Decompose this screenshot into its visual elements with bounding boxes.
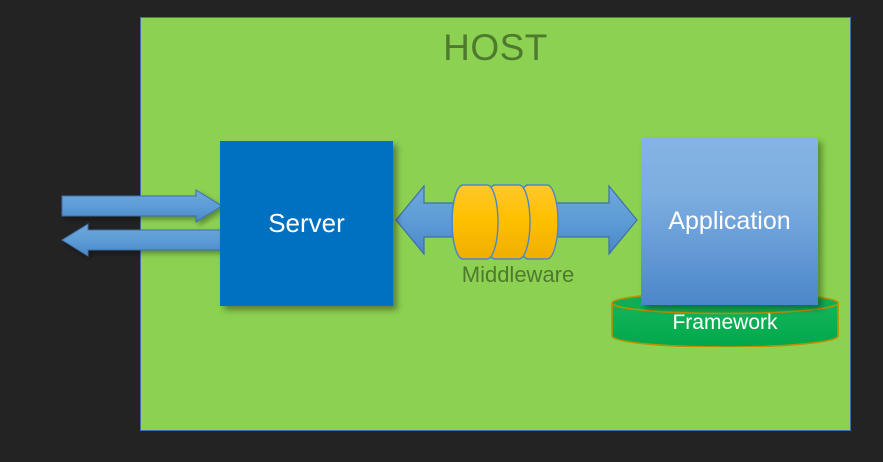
server-label-text: Server — [268, 208, 345, 238]
framework-label: Framework — [611, 292, 839, 347]
middleware-label: Middleware — [461, 262, 575, 287]
server-node — [220, 141, 393, 306]
server-label: Server — [220, 141, 393, 306]
application-label-text: Application — [668, 207, 791, 235]
framework-label-text: Framework — [672, 310, 778, 334]
host-title: HOST — [443, 27, 548, 68]
application-label: Application — [641, 138, 818, 305]
middleware-cylinder-stack — [451, 184, 559, 260]
application-node — [641, 138, 818, 305]
inbound-request-arrow — [61, 189, 223, 223]
outbound-response-arrow — [61, 223, 223, 257]
